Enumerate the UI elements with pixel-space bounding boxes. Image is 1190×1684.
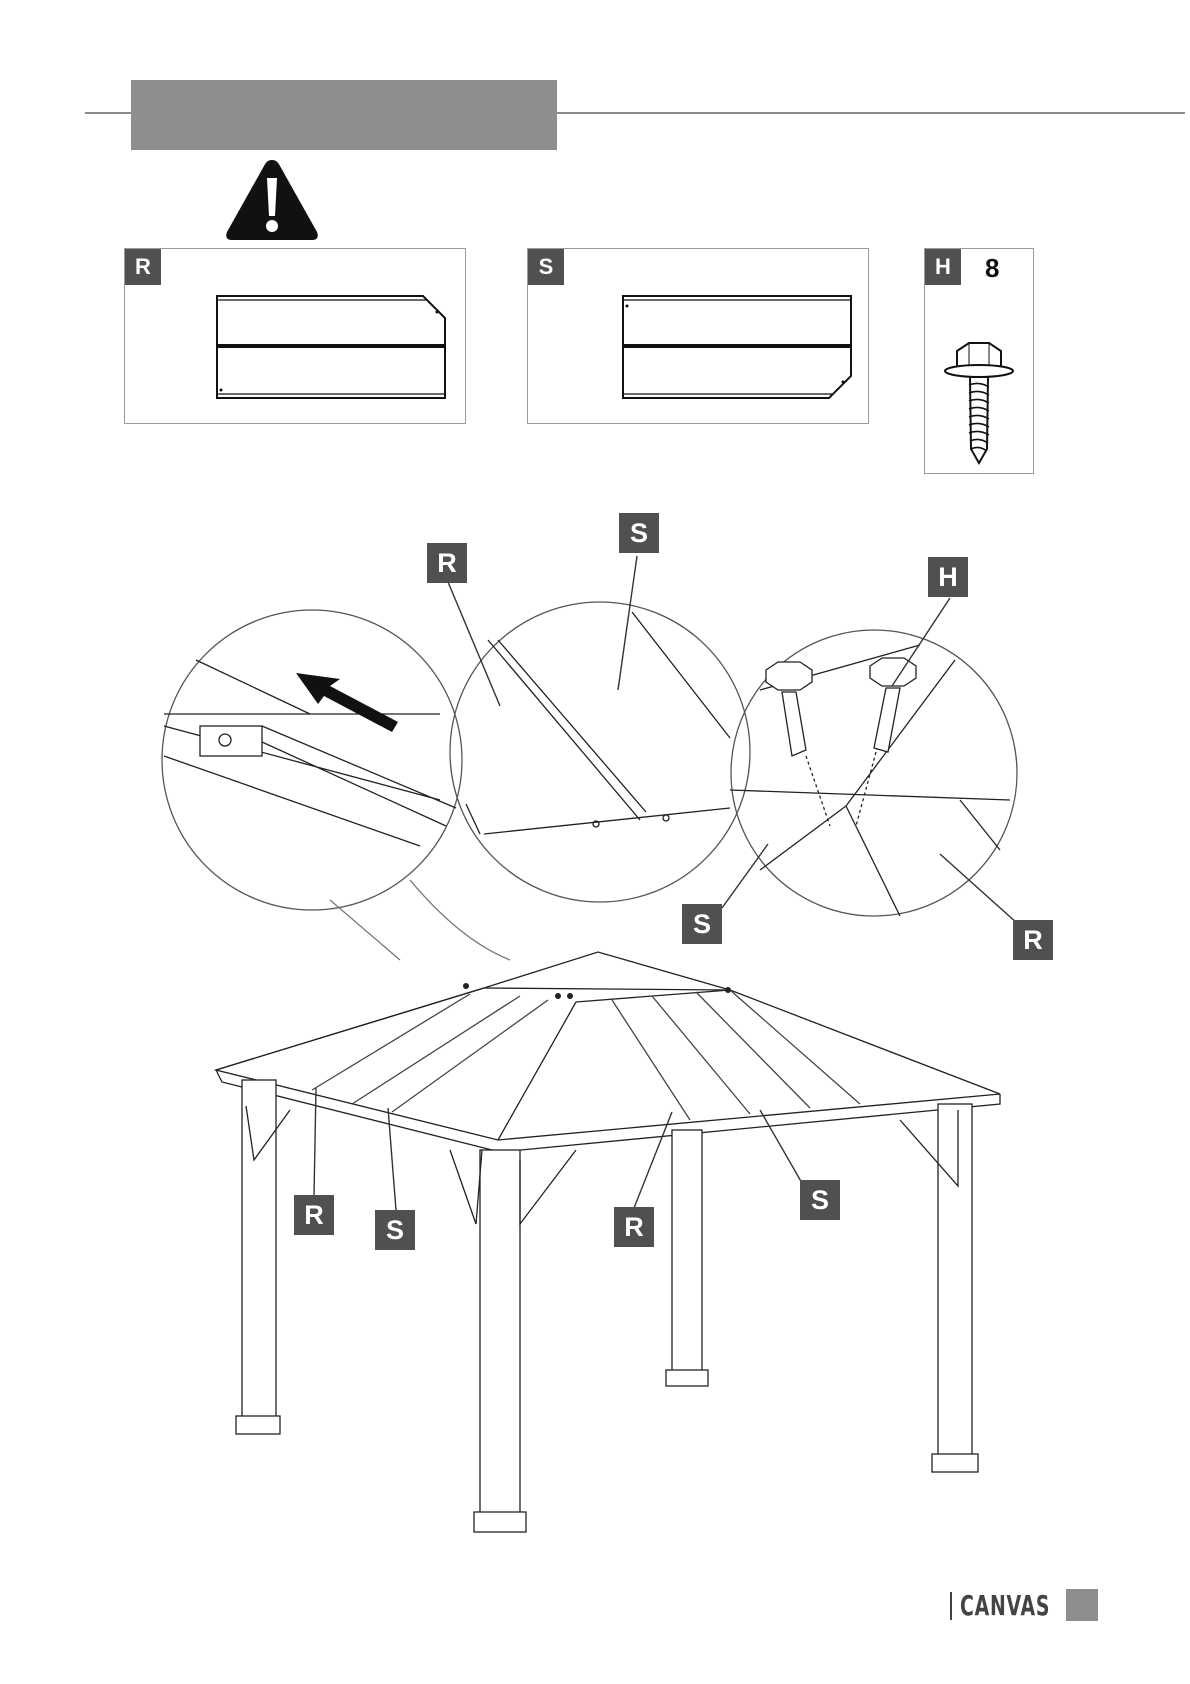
callout-main-r1: R <box>294 1195 334 1235</box>
callout-detail-r: R <box>427 543 467 583</box>
callout-detail-s: S <box>619 513 659 553</box>
brand-logo: CANVAS <box>960 1589 1050 1622</box>
callout-detail-s2: S <box>682 904 722 944</box>
callout-main-s1: S <box>375 1210 415 1250</box>
page-number-box <box>1066 1589 1098 1621</box>
callout-main-s2: S <box>800 1180 840 1220</box>
callout-detail-r2: R <box>1013 920 1053 960</box>
gazebo-structure <box>216 952 1000 1532</box>
arrow-icon <box>296 673 398 732</box>
detail-slide-in <box>162 610 462 960</box>
brand-separator <box>950 1592 952 1620</box>
callout-main-r2: R <box>614 1207 654 1247</box>
callout-detail-h: H <box>928 557 968 597</box>
detail-screw-fastening <box>730 630 1017 916</box>
